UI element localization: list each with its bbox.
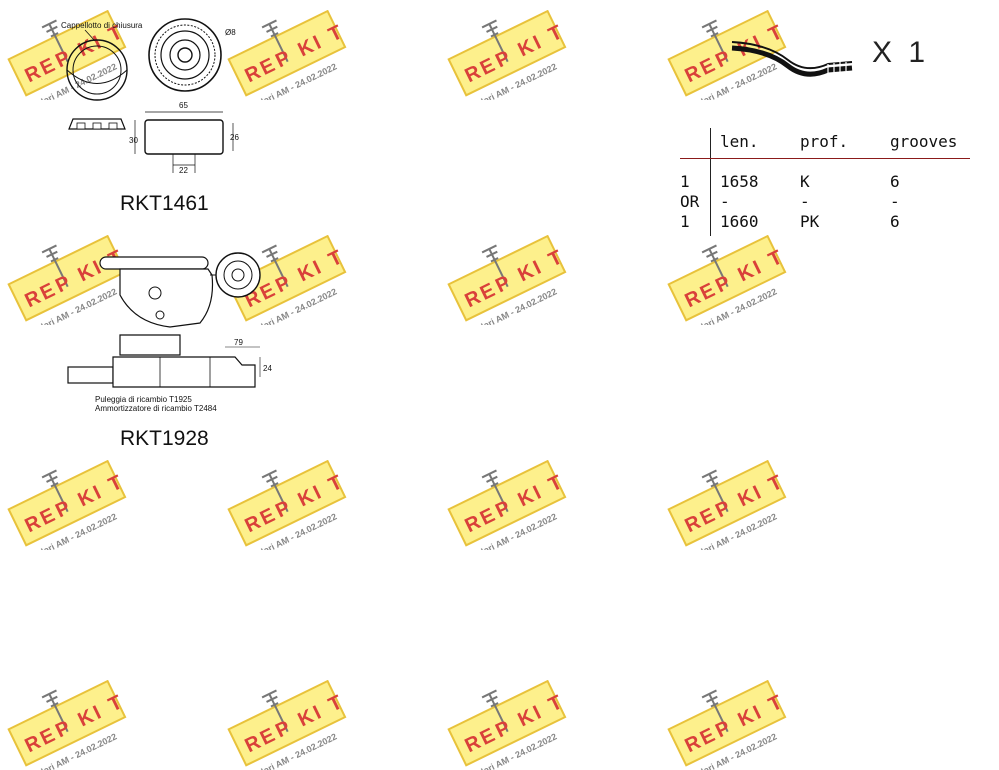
dim-diameter: Ø8	[225, 28, 236, 37]
tower-icon	[261, 469, 289, 513]
belt-icon	[731, 41, 853, 77]
row-qty: 1	[680, 212, 690, 231]
tower-icon	[481, 19, 509, 63]
dim-height: 24	[263, 364, 272, 373]
part-code-rkt1461: RKT1461	[120, 192, 209, 215]
row-qty: OR	[680, 192, 700, 211]
belt-quantity: X 1	[872, 36, 930, 69]
row-len: -	[720, 192, 730, 211]
dim-bore: 22	[179, 166, 188, 175]
tower-icon	[701, 244, 729, 288]
dim-height-right: 26	[230, 133, 239, 142]
tower-icon	[41, 469, 69, 513]
table-row: OR - - -	[680, 192, 972, 212]
row-prof: PK	[800, 212, 820, 231]
tower-icon	[41, 19, 69, 63]
tensioner-pulley-drawing: Cappellotto di chiusura Ø8 65 30 26 22	[61, 18, 239, 175]
tower-icon	[701, 19, 729, 63]
row-prof: -	[800, 192, 810, 211]
dim-length: 79	[234, 338, 243, 347]
row-len: 1660	[720, 212, 759, 231]
tower-icon	[41, 244, 69, 288]
row-grooves: -	[890, 192, 900, 211]
table-header-row: len. prof. grooves	[680, 132, 972, 152]
table-row: 1 1658 K 6	[680, 172, 972, 192]
dim-height-left: 30	[129, 136, 138, 145]
tower-icon	[261, 19, 289, 63]
row-grooves: 6	[890, 172, 900, 191]
row-prof: K	[800, 172, 810, 191]
note-spare-pulley: Puleggia di ricambio T1925	[95, 395, 192, 404]
dim-width: 65	[179, 101, 188, 110]
row-len: 1658	[720, 172, 759, 191]
belt-tensioner-drawing: 79 24 Puleggia di ricambio T1925 Ammorti…	[67, 252, 272, 413]
table-divider-vertical	[710, 128, 711, 236]
note-spare-damper: Ammortizzatore di ricambio T2484	[95, 404, 217, 413]
part-code-rkt1928: RKT1928	[120, 427, 209, 450]
header-prof: prof.	[800, 132, 849, 151]
tower-icon	[701, 469, 729, 513]
header-grooves: grooves	[890, 132, 958, 151]
tower-icon	[481, 469, 509, 513]
table-divider-horizontal	[680, 158, 970, 159]
cap-label: Cappellotto di chiusura	[61, 21, 143, 30]
tower-icon	[481, 244, 509, 288]
tower-icon	[261, 244, 289, 288]
row-qty: 1	[680, 172, 690, 191]
table-row: 1 1660 PK 6	[680, 212, 972, 232]
header-len: len.	[720, 132, 759, 151]
row-grooves: 6	[890, 212, 900, 231]
belt-spec-table: len. prof. grooves 1 1658 K 6 OR - - - 1…	[680, 128, 972, 238]
